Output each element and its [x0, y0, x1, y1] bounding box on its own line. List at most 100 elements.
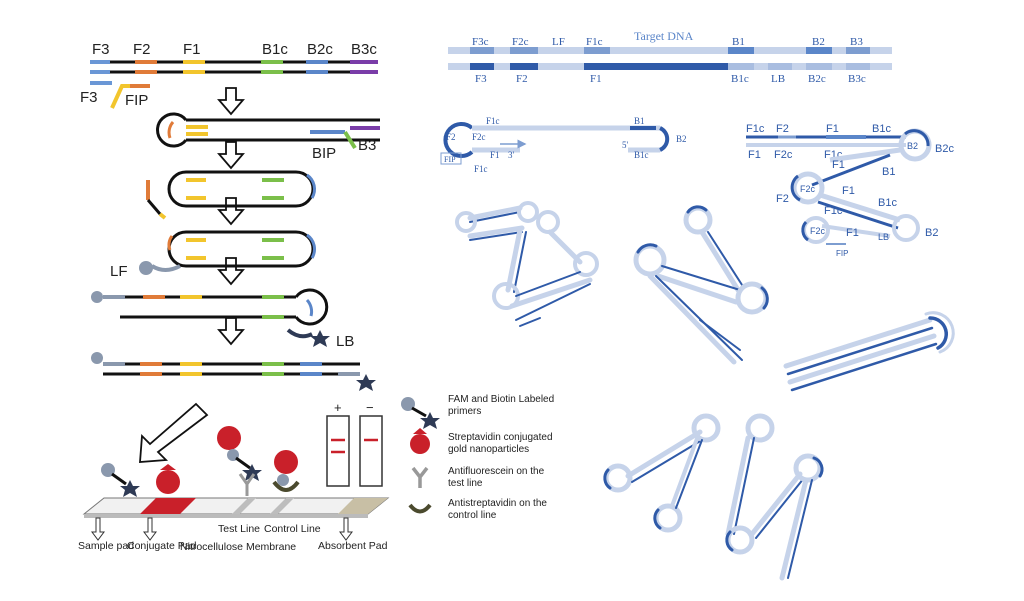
label-bottom-f2: F2 [516, 73, 528, 85]
label-bottom-f3: F3 [475, 73, 487, 85]
label-c-f1-lower: F1 [846, 227, 859, 239]
stage-lb: LB [91, 288, 354, 350]
label-b-b2c: B2c [935, 143, 954, 155]
legend-icon-primers [401, 397, 440, 429]
lamp-schematic: F3 F2 F1 B1c B2c B3c F3 FIP [78, 41, 390, 553]
label-bottom-b1c: B1c [731, 73, 749, 85]
label-c-f2c: F2c [800, 184, 816, 194]
label-control-line: Control Line [264, 523, 321, 535]
step-arrow-2 [217, 141, 245, 170]
label-top-lf: LF [552, 36, 565, 48]
label-b3: B3 [358, 137, 376, 154]
label-f1: F1 [183, 41, 201, 58]
concatemer-structure-2 [633, 205, 769, 365]
label-f3-primer: F3 [80, 89, 98, 106]
label-c-b1: B1 [882, 166, 895, 178]
label-b-b1c: B1c [872, 123, 891, 135]
label-positive: + [334, 400, 342, 415]
label-c-f1c: F1c [824, 205, 843, 217]
label-a-f2c: F2c [472, 132, 486, 142]
biotin-star [310, 330, 330, 347]
label-a-b2: B2 [676, 134, 687, 144]
label-a-b1: B1 [634, 116, 645, 126]
label-a-3prime: 3' [508, 150, 515, 160]
stage-amplicon [91, 352, 376, 391]
label-b1c: B1c [262, 41, 288, 58]
concatemer-structure-3 [783, 311, 955, 392]
label-top-b2: B2 [812, 36, 825, 48]
label-b2c: B2c [307, 41, 333, 58]
step-arrow-3 [217, 197, 245, 226]
label-fip: FIP [125, 92, 148, 109]
label-c-f1-mid: F1 [842, 185, 855, 197]
label-negative: − [366, 400, 374, 415]
label-membrane: Nitrocellulose Membrane [180, 541, 296, 553]
concatemer-structure-4 [603, 413, 824, 581]
label-lb: LB [336, 333, 354, 350]
control-line [270, 498, 294, 514]
legend-icon-antistreptavidin [408, 503, 432, 514]
stage-lf: LF [110, 230, 317, 280]
label-c-f2c-lower: F2c [810, 226, 826, 236]
branched-structure-c: F1 B1 F2c F2 F1 B1c F1c F2c F1 B2 LB FIP [776, 147, 938, 258]
label-bottom-lb: LB [771, 73, 785, 85]
label-b-f1c: F1c [746, 123, 765, 135]
label-a-f1c: F1c [486, 116, 500, 126]
concatemer-structure-1 [455, 201, 599, 327]
label-b3c: B3c [351, 41, 377, 58]
label-bottom-b2c: B2c [808, 73, 826, 85]
label-top-b3: B3 [850, 36, 863, 48]
label-b-f1: F1 [826, 123, 839, 135]
label-top-f1c: F1c [586, 36, 603, 48]
label-a-f2: F2 [446, 132, 456, 142]
label-c-f1: F1 [832, 159, 845, 171]
label-bip: BIP [312, 145, 336, 162]
label-top-b1: B1 [732, 36, 745, 48]
target-dna-map: Target DNA F3c F2c LF F1c B1 B2 B3 F3 F2… [448, 29, 892, 85]
step-arrow-5 [217, 317, 245, 346]
label-absorbent-pad: Absorbent Pad [318, 540, 388, 552]
control-line-complex [272, 450, 300, 492]
label-c-b1c: B1c [878, 197, 897, 209]
result-cassette-positive: + [326, 400, 350, 487]
label-f3: F3 [92, 41, 110, 58]
label-c-b2: B2 [925, 227, 938, 239]
diagonal-arrow [139, 402, 209, 463]
label-b-f2: F2 [776, 123, 789, 135]
legend-icon-antifluorescein [411, 466, 429, 488]
label-test-line: Test Line [218, 523, 260, 535]
label-lf: LF [110, 263, 128, 280]
fam-label-dot [139, 261, 153, 275]
label-conjugate-pad: Conjugate Pad [127, 540, 197, 552]
strip-gold-nanoparticle [156, 464, 180, 494]
label-top-f3c: F3c [472, 36, 489, 48]
label-b-f1-bottom: F1 [748, 149, 761, 161]
label-c-lb: LB [878, 232, 889, 242]
label-a-fip: FIP [444, 155, 456, 164]
label-f2: F2 [133, 41, 151, 58]
absorbent-pad [338, 498, 388, 514]
step-arrow-1 [217, 87, 245, 116]
label-a-f1: F1 [490, 150, 500, 160]
label-c-f2: F2 [776, 193, 789, 205]
label-a-5prime: 5' [622, 140, 629, 150]
label-bottom-f1: F1 [590, 73, 602, 85]
label-c-fip: FIP [836, 249, 848, 258]
result-cassette-negative: − [359, 400, 383, 487]
label-a-f1c-bottom: F1c [474, 164, 488, 174]
test-line [232, 498, 256, 514]
strip-labeled-amplicon [101, 463, 140, 497]
step-arrow-4 [217, 257, 245, 286]
label-target-dna: Target DNA [634, 29, 694, 43]
dumbbell-structure-a: F2 F2c F1c B1 B2 FIP F1 3' 5' B1c F1c [440, 116, 687, 174]
lateral-flow-strip [82, 497, 390, 518]
conjugate-pad [140, 498, 196, 514]
dumbbell-structure-b: F1c F2 F1 B1c F1 F2c F1c B2 B2c [746, 123, 954, 162]
label-sample-pad: Sample pad [78, 540, 134, 552]
